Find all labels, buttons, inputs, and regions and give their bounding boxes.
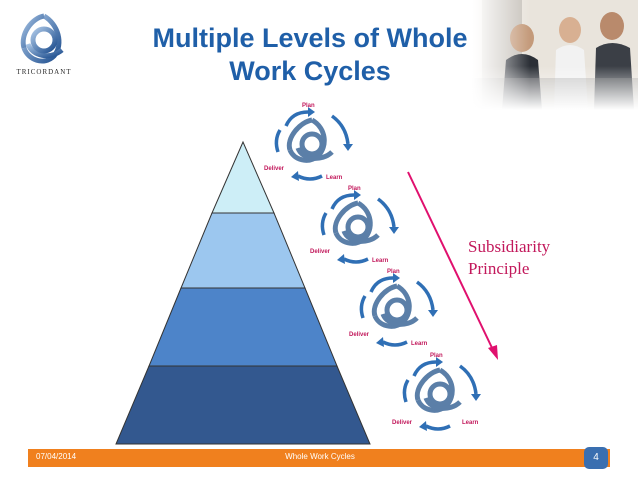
pyramid — [115, 140, 371, 445]
plan-label: Plan — [430, 353, 443, 359]
deliver-label: Deliver — [310, 249, 331, 255]
learn-label: Learn — [326, 175, 343, 181]
tricordant-logo-icon — [20, 13, 64, 64]
pyramid-level-2 — [180, 212, 306, 289]
work-cycle-3: Plan Deliver Learn — [347, 266, 447, 351]
cycle-arrows-icon — [320, 190, 399, 264]
deliver-label: Deliver — [349, 332, 370, 338]
side-label-line-1: Subsidiarity — [468, 237, 551, 256]
learn-label: Learn — [411, 341, 428, 347]
footer-title: Whole Work Cycles — [285, 452, 355, 461]
work-cycle-4: Plan Deliver Learn — [390, 350, 490, 435]
plan-label: Plan — [348, 186, 361, 192]
title-line-1: Multiple Levels of Whole — [152, 23, 468, 53]
plan-label: Plan — [387, 269, 400, 275]
cycle-arrows-icon — [274, 107, 353, 181]
slide-title: Multiple Levels of Whole Work Cycles — [120, 22, 500, 88]
page-number-badge: 4 — [584, 447, 608, 469]
work-cycle-1: Plan Deliver Learn — [262, 100, 362, 185]
pyramid-level-4 — [115, 365, 371, 445]
work-cycle-2: Plan Deliver Learn — [308, 183, 408, 268]
deliver-label: Deliver — [392, 420, 413, 426]
cycle-arrows-icon — [359, 273, 438, 347]
side-label-line-2: Principle — [468, 259, 530, 278]
subsidiarity-label: Subsidiarity Principle — [468, 236, 550, 280]
pyramid-level-3 — [148, 287, 338, 367]
deliver-label: Deliver — [264, 166, 285, 172]
logo-text: TRICORDANT — [16, 68, 72, 76]
title-line-2: Work Cycles — [229, 56, 391, 86]
footer-bar — [28, 449, 610, 467]
learn-label: Learn — [462, 420, 479, 426]
cycle-arrows-icon — [402, 357, 481, 431]
learn-label: Learn — [372, 258, 389, 264]
plan-label: Plan — [302, 103, 315, 109]
footer-date: 07/04/2014 — [36, 452, 77, 461]
subsidiarity-arrow-icon — [407, 171, 498, 360]
business-meeting-photo — [472, 0, 638, 110]
